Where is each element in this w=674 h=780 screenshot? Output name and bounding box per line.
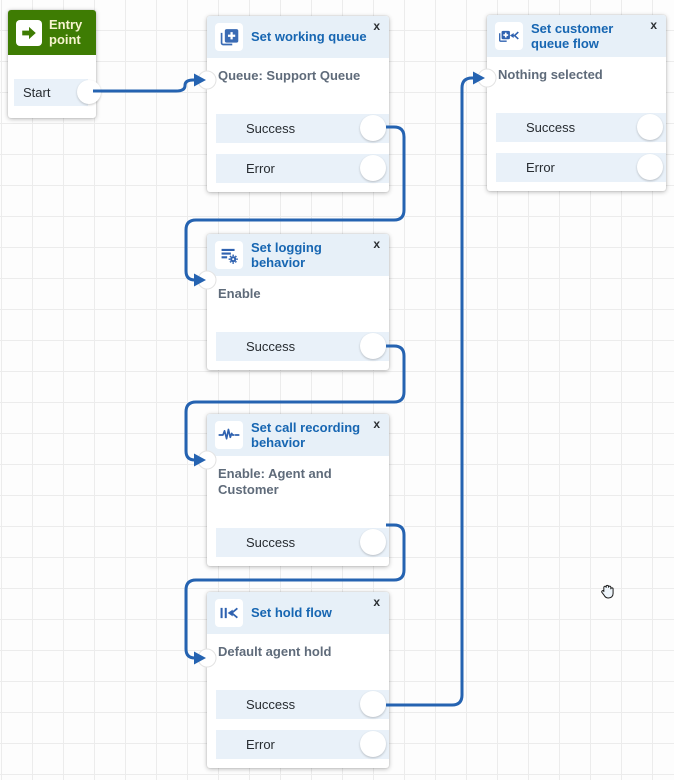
set-logging-behavior-block[interactable]: Set logging behavior x Enable Success [207,234,389,370]
call-recording-waveform-icon [215,421,243,449]
close-icon[interactable]: x [373,237,380,251]
wire-start-to-working-queue [93,78,195,93]
error-output-row[interactable]: Error [496,153,666,182]
success-output-port[interactable] [360,691,386,717]
start-output-port[interactable] [77,80,101,104]
success-output-label: Success [526,120,576,135]
arrowhead-customer-queue [473,71,485,85]
working-queue-icon [215,23,243,51]
block-title: Set logging behavior [251,239,322,270]
start-output-row[interactable]: Start [14,79,101,106]
set-hold-flow-header[interactable]: Set hold flow x [207,592,389,634]
success-output-label: Success [246,339,296,354]
error-output-label: Error [246,737,275,752]
error-output-port[interactable] [360,155,386,181]
set-customer-queue-flow-header[interactable]: Set customer queue flow x [487,15,666,57]
block-detail-text: Queue: Support Queue [218,68,361,83]
success-output-row[interactable]: Success [216,332,389,361]
set-working-queue-header[interactable]: Set working queue x [207,16,389,58]
block-detail-text: Nothing selected [498,67,603,82]
customer-queue-flow-icon [495,22,523,50]
arrowhead-recording [194,453,206,467]
entry-point-title: Entry point [49,16,83,47]
wire-hold-to-customer-queue [386,76,474,707]
success-output-port[interactable] [360,115,386,141]
success-output-row[interactable]: Success [496,113,666,142]
success-output-port[interactable] [360,333,386,359]
success-output-row[interactable]: Success [216,690,389,719]
set-customer-queue-flow-block[interactable]: Set customer queue flow x Nothing select… [487,15,666,191]
entry-point-header: Entry point [8,10,96,55]
block-detail-text: Enable [218,286,261,301]
arrowhead-working-queue [194,73,206,87]
success-output-row[interactable]: Success [216,114,389,143]
block-detail-text: Enable: Agent and Customer [218,466,332,497]
set-call-recording-behavior-block[interactable]: Set call recording behavior x Enable: Ag… [207,414,389,566]
hold-flow-icon [215,599,243,627]
success-output-row[interactable]: Success [216,528,389,557]
success-output-label: Success [246,121,296,136]
set-logging-behavior-header[interactable]: Set logging behavior x [207,234,389,276]
error-output-port[interactable] [637,154,663,180]
close-icon[interactable]: x [373,595,380,609]
entry-point-block[interactable]: Entry point Start [8,10,101,118]
arrowhead-logging [194,273,206,287]
close-icon[interactable]: x [650,18,657,32]
block-title: Set call recording behavior [251,419,361,450]
error-output-row[interactable]: Error [216,730,389,759]
success-output-port[interactable] [637,114,663,140]
block-title: Set working queue [251,29,367,45]
block-title: Set hold flow [251,605,332,621]
set-call-recording-header[interactable]: Set call recording behavior x [207,414,389,456]
success-output-label: Success [246,697,296,712]
error-output-port[interactable] [360,731,386,757]
logging-behavior-icon [215,241,243,269]
success-output-label: Success [246,535,296,550]
success-output-port[interactable] [360,529,386,555]
start-output-label: Start [23,85,51,100]
set-hold-flow-block[interactable]: Set hold flow x Default agent hold Succe… [207,592,389,768]
close-icon[interactable]: x [373,417,380,431]
block-title: Set customer queue flow [531,20,614,51]
arrowhead-hold [194,651,206,665]
close-icon[interactable]: x [373,19,380,33]
error-output-label: Error [246,161,275,176]
entry-arrow-icon [16,19,42,46]
block-detail-text: Default agent hold [218,644,332,659]
error-output-row[interactable]: Error [216,154,389,183]
set-working-queue-block[interactable]: Set working queue x Queue: Support Queue… [207,16,389,192]
error-output-label: Error [526,160,555,175]
hand-cursor-icon [598,582,618,607]
